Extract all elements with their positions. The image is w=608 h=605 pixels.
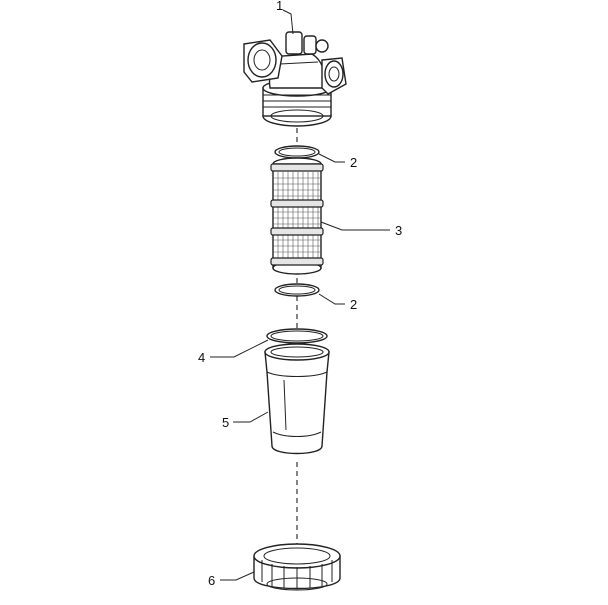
o-ring-top [274,145,320,159]
callout-2-top: 2 [350,155,357,170]
filter-head [243,31,347,127]
o-ring-bottom [274,283,320,297]
callout-5: 5 [222,415,229,430]
leader-3 [320,221,390,231]
leader-4 [210,339,269,358]
leader-2-top [318,153,345,163]
filter-bowl [264,343,330,455]
leader-6 [220,571,255,581]
leader-5 [233,411,269,423]
leader-1 [282,9,294,35]
ring-nut [253,543,341,591]
leader-lines [210,9,390,581]
callout-6: 6 [208,573,215,588]
callout-3: 3 [395,223,402,238]
callout-2-bottom: 2 [350,297,357,312]
callout-4: 4 [198,350,205,365]
bowl-seal [266,328,328,344]
filter-screen [270,157,324,275]
leader-2-bottom [318,293,345,305]
callout-1: 1 [276,0,283,13]
